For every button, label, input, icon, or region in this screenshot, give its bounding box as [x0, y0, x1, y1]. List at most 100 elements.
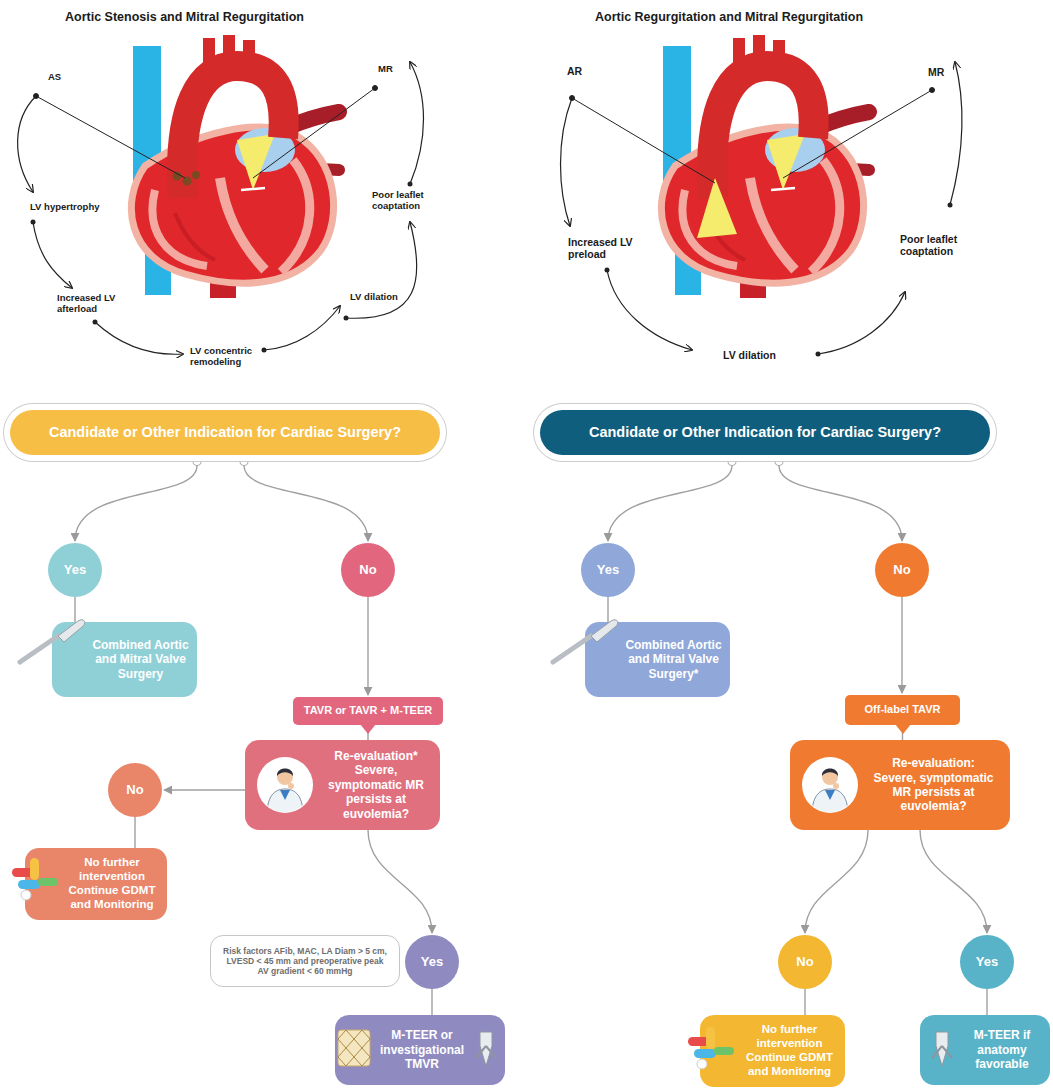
process-box: No further interventionContinue GDMT and…: [25, 848, 167, 920]
node-text: M-TEER or investigational TMVR: [375, 1028, 469, 1071]
connector: [367, 597, 368, 695]
connector-dot: [240, 458, 248, 466]
decision-box: Re-evaluation:Severe, symptomatic MR per…: [790, 740, 1010, 830]
node-text: Candidate or Other Indication for Cardia…: [589, 424, 941, 441]
cycle-arrows: [346, 222, 417, 318]
node-text: No: [359, 562, 376, 578]
node-text: No: [893, 562, 910, 578]
section-title: Aortic Regurgitation and Mitral Regurgit…: [595, 10, 975, 24]
connector: [75, 466, 197, 542]
connector: [134, 817, 135, 848]
cycle-dots: [344, 316, 349, 321]
connector: [804, 989, 805, 1015]
node-text: M-TEER if anatomy favorable: [960, 1028, 1044, 1071]
answer-circle: No: [341, 543, 395, 597]
cycle-dots: [31, 182, 953, 357]
decision-pill: Candidate or Other Indication for Cardia…: [10, 410, 440, 455]
leader-lines: [783, 90, 932, 178]
node-text: Risk factors AFib, MAC, LA Diam > 5 cm, …: [221, 946, 389, 977]
connector: [244, 466, 368, 542]
heart-aortic-stenosis: [131, 35, 339, 298]
cycle-label: LV hypertrophy: [30, 202, 130, 213]
cycle-label: AS: [48, 72, 78, 83]
connector: [986, 989, 987, 1015]
cycle-arrows: [264, 306, 340, 350]
answer-circle: Yes: [48, 543, 102, 597]
decision-box: Re-evaluation*Severe, symptomatic MR per…: [245, 740, 440, 830]
node-text: Combined Aortic and Mitral Valve Surgery…: [625, 638, 722, 681]
connector: [779, 466, 902, 542]
cycle-label: AR: [567, 65, 597, 77]
node-text: No further intervention: [740, 1023, 839, 1051]
answer-circle: No: [778, 935, 832, 989]
regurgitant-jet: [697, 178, 737, 238]
node-text: Yes: [421, 954, 443, 970]
leader-lines: [36, 96, 185, 178]
heart-aortic-regurgitation: [661, 35, 869, 298]
heart-illustrations: [0, 0, 1053, 390]
heart-aortic-stenosis: [131, 35, 339, 298]
connector: [901, 597, 902, 693]
connector-dot: [193, 458, 201, 466]
cycle-dots: [948, 203, 953, 208]
node-text: Off-label TAVR: [865, 703, 941, 716]
answer-circle: Yes: [581, 543, 635, 597]
cycle-arrows: [818, 292, 905, 354]
node-text: Combined Aortic and Mitral Valve Surgery: [92, 638, 189, 681]
node-text: Candidate or Other Indication for Cardia…: [49, 424, 401, 441]
leader-lines: [373, 86, 378, 91]
cycle-label: Poor leaflet coaptation: [372, 190, 440, 212]
cycle-label: LV dilation: [350, 292, 410, 303]
cycle-dots: [816, 352, 821, 357]
connector-dot: [775, 458, 783, 466]
cycle-dots: [408, 182, 413, 187]
node-text: Re-evaluation*: [334, 749, 417, 763]
cycle-arrows: [607, 270, 692, 350]
connector: [607, 597, 608, 622]
cycle-label: MR: [378, 64, 408, 75]
calcified-valve: [192, 171, 200, 179]
leader-lines: [253, 88, 375, 178]
heart-aortic-regurgitation: [661, 35, 869, 298]
callout-box: Off-label TAVR: [845, 695, 960, 725]
node-text: No further intervention: [63, 856, 161, 884]
process-box: M-TEER if anatomy favorable: [920, 1015, 1050, 1085]
cycle-arrows: [410, 62, 424, 184]
callout-box: TAVR or TAVR + M-TEER: [293, 697, 443, 725]
connector: [608, 466, 732, 542]
regurgitant-jet: [697, 178, 737, 238]
node-text: Yes: [597, 562, 619, 578]
callout-tail: [895, 724, 911, 734]
answer-circle: Yes: [405, 935, 459, 989]
process-box: No further interventionContinue GDMT and…: [700, 1015, 845, 1087]
cycle-dots: [605, 268, 610, 273]
process-box: Combined Aortic and Mitral Valve Surgery…: [585, 622, 730, 697]
cycle-arrows: [950, 62, 962, 205]
section-title: Aortic Stenosis and Mitral Regurgitation: [65, 10, 425, 24]
cycle-dots: [93, 320, 98, 325]
connector: [920, 830, 987, 933]
leader-lines: [572, 98, 715, 183]
process-box: M-TEER or investigational TMVR: [335, 1015, 505, 1085]
answer-circle: No: [875, 543, 929, 597]
cycle-arrows: [95, 322, 183, 354]
node-text: Continue GDMT and Monitoring: [63, 884, 161, 912]
cycle-label: Increased LV preload: [568, 236, 648, 260]
decision-pill: Candidate or Other Indication for Cardia…: [540, 410, 990, 455]
node-text: Yes: [64, 562, 86, 578]
connector: [164, 789, 245, 790]
process-box: Combined Aortic and Mitral Valve Surgery: [52, 622, 197, 697]
connector: [74, 597, 75, 622]
cycle-arrows: [33, 222, 72, 288]
cycle-dots: [262, 348, 267, 353]
connector-dot: [728, 458, 736, 466]
node-text: TAVR or TAVR + M-TEER: [304, 704, 432, 717]
node-text: Continue GDMT and Monitoring: [740, 1051, 839, 1079]
cycle-label: LV dilation: [723, 349, 793, 361]
cycle-arrows: [561, 98, 573, 226]
calcified-valve: [173, 172, 182, 181]
callout-tail: [360, 724, 376, 734]
cycle-arrows: [18, 62, 962, 354]
node-text: No: [796, 954, 813, 970]
